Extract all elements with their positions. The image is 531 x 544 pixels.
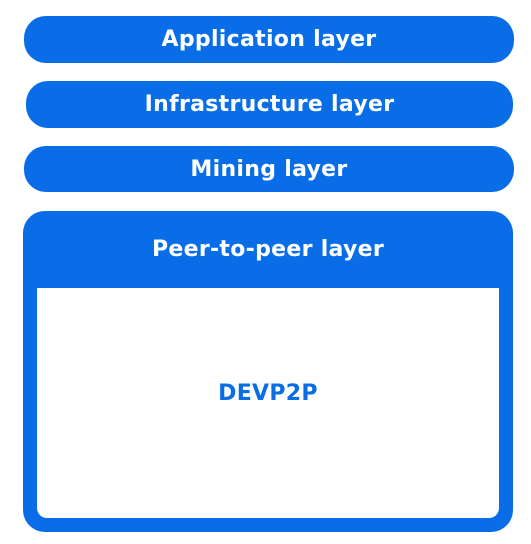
peer-to-peer-layer: Peer-to-peer layer DEVP2P xyxy=(23,211,513,532)
application-layer: Application layer xyxy=(24,16,514,63)
peer-to-peer-layer-title: Peer-to-peer layer xyxy=(151,237,385,262)
devp2p-label: DEVP2P xyxy=(218,380,318,406)
mining-layer: Mining layer xyxy=(24,146,514,192)
devp2p-panel: DEVP2P xyxy=(37,288,499,518)
infrastructure-layer: Infrastructure layer xyxy=(26,81,513,128)
